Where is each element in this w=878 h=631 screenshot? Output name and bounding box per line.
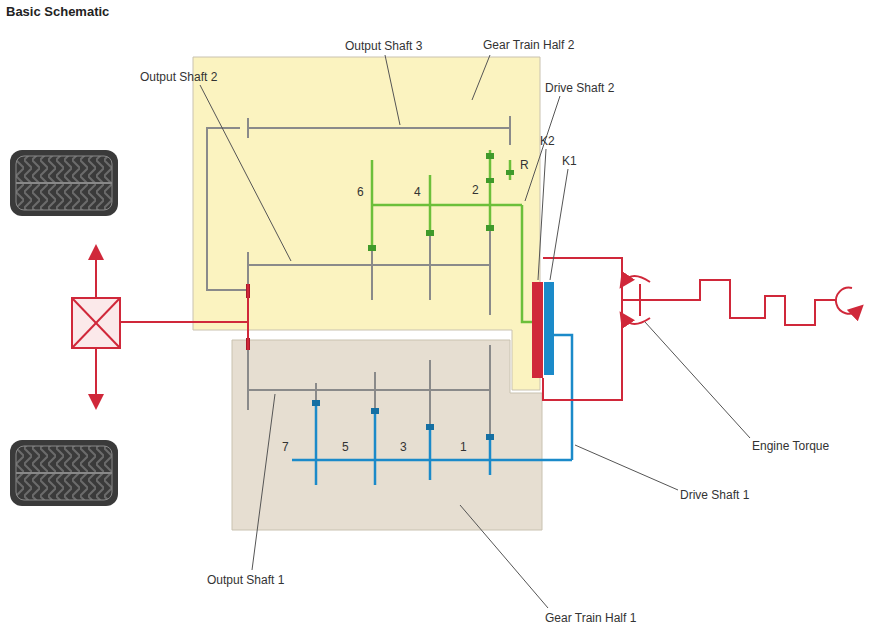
region-heading: Gear Train Half 1: [545, 611, 636, 625]
gear-number: R: [520, 158, 529, 172]
part-label: Output Shaft 3: [345, 39, 422, 53]
part-label: Drive Shaft 2: [545, 81, 614, 95]
gear-number: 6: [357, 185, 364, 199]
gear-number: 5: [342, 440, 349, 454]
region-heading: Gear Train Half 2: [483, 38, 574, 52]
gear-number: 2: [472, 183, 479, 197]
gear-number: 4: [414, 185, 421, 199]
diagram-title: Basic Schematic: [6, 4, 109, 20]
gear-train-half: Gear Train Half 1: [232, 340, 542, 530]
part-label: Output Shaft 1: [207, 573, 284, 587]
part-label: Output Shaft 2: [140, 70, 217, 84]
gear-number: 3: [400, 440, 407, 454]
clutch-k1: [544, 282, 554, 375]
clutch-label: K1: [562, 154, 577, 168]
region-outline: [232, 340, 542, 530]
clutch-label: K2: [540, 134, 555, 148]
gear-number: 7: [282, 440, 289, 454]
part-label: Engine Torque: [752, 439, 829, 453]
tire: [10, 150, 118, 216]
part-label: Drive Shaft 1: [680, 488, 749, 502]
gear-number: 1: [460, 440, 467, 454]
engine-drive: [543, 258, 858, 400]
tire: [10, 440, 118, 506]
